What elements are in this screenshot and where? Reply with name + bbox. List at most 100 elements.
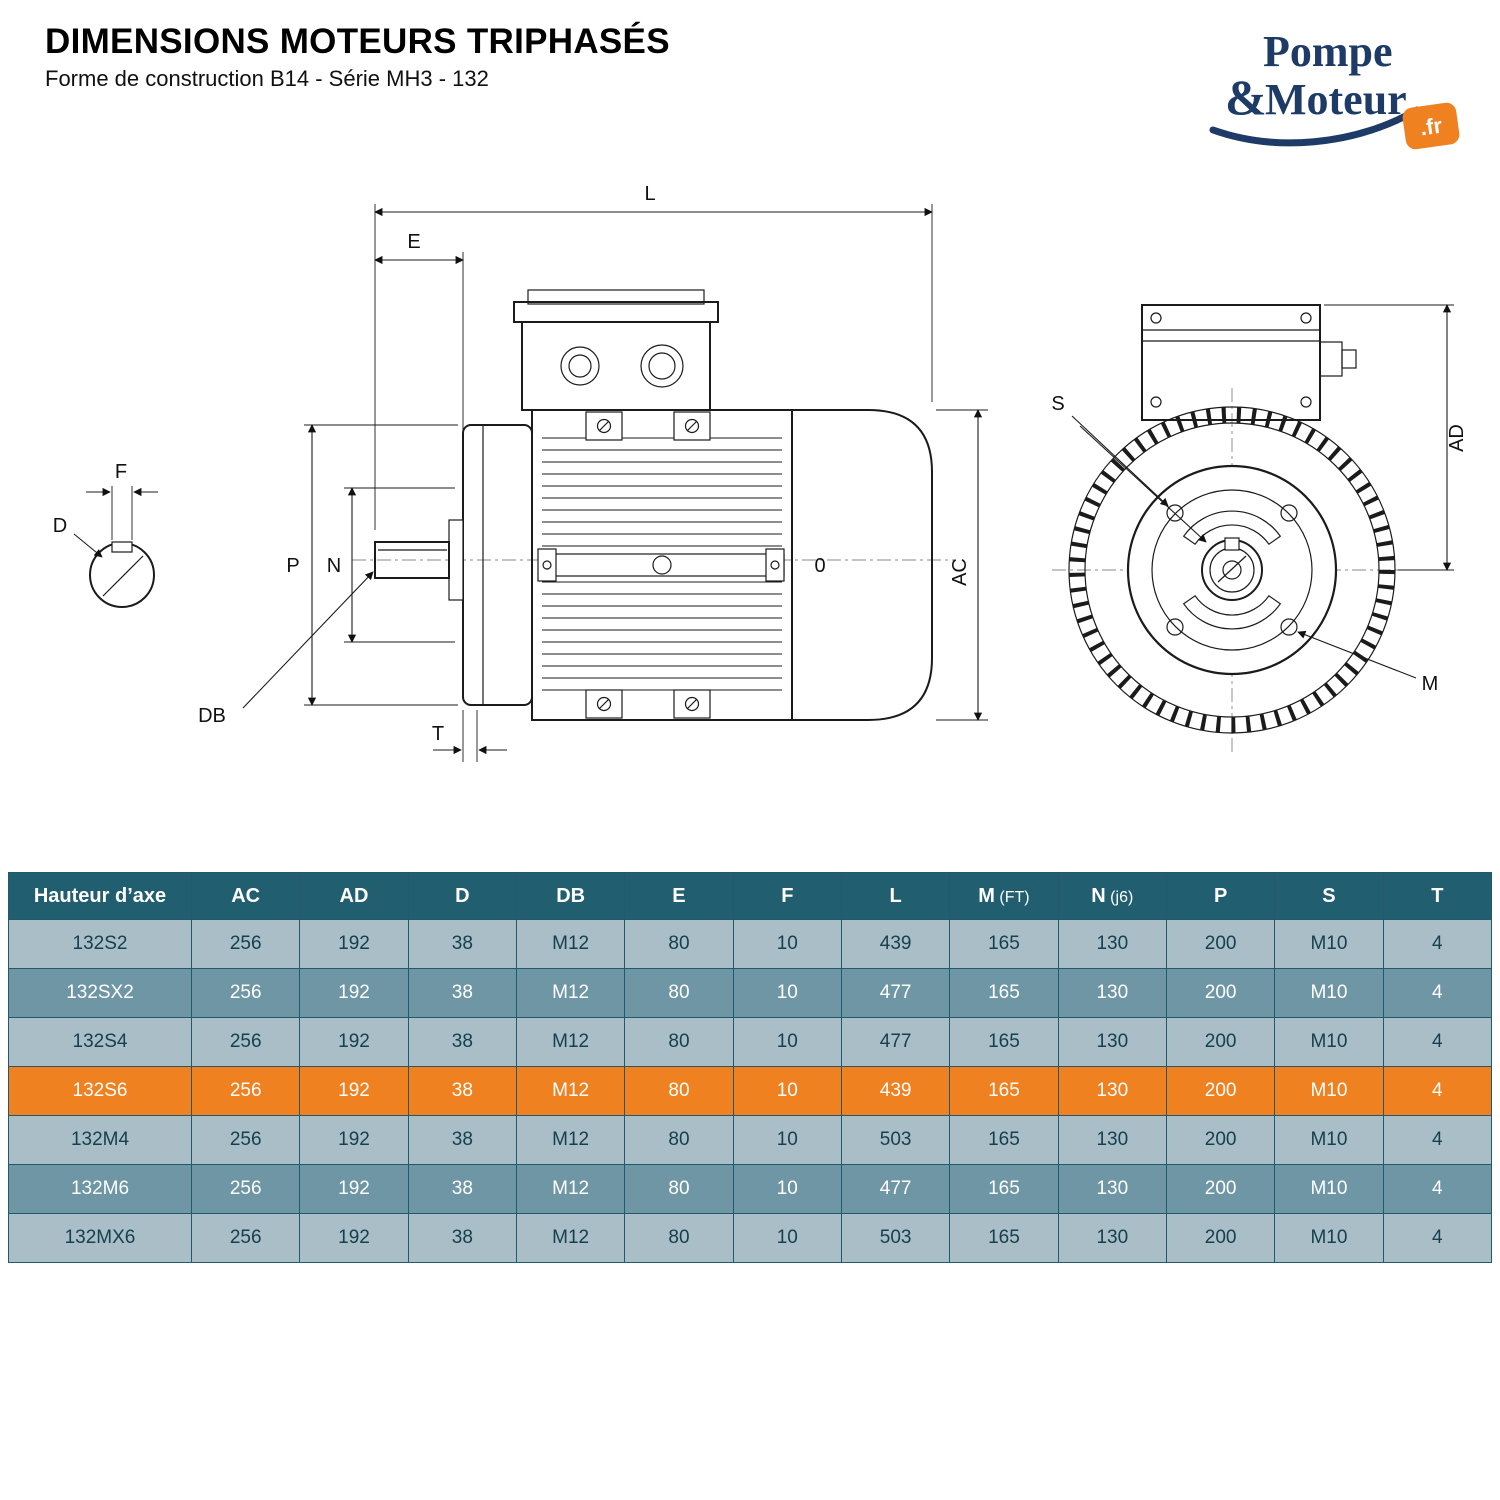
cell: 10 [732, 1213, 842, 1263]
cell: 38 [407, 919, 517, 969]
row-model: 132S6 [8, 1066, 192, 1116]
cell: 200 [1165, 1164, 1276, 1214]
cell: 80 [624, 1115, 734, 1165]
cell: 200 [1165, 1017, 1276, 1067]
cell: 130 [1057, 968, 1167, 1018]
cell: 192 [299, 1164, 409, 1214]
cell: 192 [299, 968, 409, 1018]
dim-label-l: L [644, 183, 655, 205]
cell: 38 [407, 1213, 517, 1263]
row-model: 132SX2 [8, 968, 192, 1018]
cell: 10 [732, 1017, 842, 1067]
cell: 192 [299, 919, 409, 969]
cell: 130 [1057, 1164, 1167, 1214]
cell: 80 [624, 1017, 734, 1067]
cell: M10 [1274, 1017, 1384, 1067]
column-header: N (j6) [1057, 872, 1167, 920]
cell: 165 [949, 1017, 1059, 1067]
cell: 165 [949, 1115, 1059, 1165]
column-header: E [624, 872, 734, 920]
cell: 130 [1057, 1213, 1167, 1263]
cell: 477 [840, 968, 951, 1018]
column-header: D [407, 872, 517, 920]
cell: 439 [840, 1066, 951, 1116]
cell: 256 [190, 1213, 301, 1263]
cell: M12 [515, 919, 626, 969]
column-header: F [732, 872, 842, 920]
cell: 477 [840, 1017, 951, 1067]
row-model: 132S4 [8, 1017, 192, 1067]
dim-label-d: D [53, 515, 67, 537]
logo-tld: .fr [1418, 113, 1444, 141]
column-header: M (FT) [949, 872, 1059, 920]
cell: 38 [407, 1164, 517, 1214]
cell: 165 [949, 968, 1059, 1018]
cell: 192 [299, 1066, 409, 1116]
cell: 4 [1382, 1115, 1493, 1165]
cell: 10 [732, 1164, 842, 1214]
cell: M12 [515, 1066, 626, 1116]
cell: 10 [732, 1115, 842, 1165]
motor-side-view: L E P N DB T AC 0 [198, 183, 988, 762]
cell: M12 [515, 1213, 626, 1263]
cell: 256 [190, 1017, 301, 1067]
cell: M12 [515, 1017, 626, 1067]
shaft-section-drawing: F D [53, 461, 158, 608]
dim-label-db: DB [198, 705, 226, 727]
cell: M12 [515, 968, 626, 1018]
cell: 10 [732, 1066, 842, 1116]
technical-drawing: F D [53, 183, 1468, 762]
dim-label-f: F [115, 461, 127, 483]
cell: 80 [624, 968, 734, 1018]
row-model: 132S2 [8, 919, 192, 969]
dim-label-s: S [1051, 393, 1064, 415]
cell: M10 [1274, 919, 1384, 969]
cell: 130 [1057, 1066, 1167, 1116]
cell: 200 [1165, 1115, 1276, 1165]
cell: 38 [407, 968, 517, 1018]
cell: 439 [840, 919, 951, 969]
cell: 165 [949, 1213, 1059, 1263]
cell: M12 [515, 1164, 626, 1214]
cell: 4 [1382, 1164, 1493, 1214]
cell: M10 [1274, 1164, 1384, 1214]
cell: 4 [1382, 1017, 1493, 1067]
cell: 256 [190, 1164, 301, 1214]
cell: 4 [1382, 919, 1493, 969]
cell: 130 [1057, 919, 1167, 969]
cell: 503 [840, 1213, 951, 1263]
page-title: DIMENSIONS MOTEURS TRIPHASÉS [45, 22, 670, 61]
page-subtitle: Forme de construction B14 - Série MH3 - … [45, 66, 489, 91]
row-model: 132M4 [8, 1115, 192, 1165]
cell: 80 [624, 919, 734, 969]
cell: 80 [624, 1213, 734, 1263]
dim-label-ad: AD [1446, 424, 1468, 452]
logo-swoosh [1209, 106, 1421, 147]
cell: 130 [1057, 1115, 1167, 1165]
cell: 503 [840, 1115, 951, 1165]
logo-word-moteur: Moteur [1265, 75, 1407, 124]
cell: 38 [407, 1115, 517, 1165]
cell: 192 [299, 1213, 409, 1263]
cell: 38 [407, 1017, 517, 1067]
cell: 256 [190, 968, 301, 1018]
brand-logo: Pompe & Moteur .fr [1209, 27, 1460, 150]
dim-label-t: T [432, 723, 444, 745]
cell: 256 [190, 1066, 301, 1116]
cell: 192 [299, 1017, 409, 1067]
cell: 256 [190, 1115, 301, 1165]
dim-label-e: E [407, 231, 420, 253]
cell: M10 [1274, 1066, 1384, 1116]
dim-label-p: P [286, 555, 299, 577]
cell: 80 [624, 1164, 734, 1214]
column-header: S [1274, 872, 1384, 920]
cell: 130 [1057, 1017, 1167, 1067]
cell: 38 [407, 1066, 517, 1116]
column-header: DB [515, 872, 626, 920]
cell: 4 [1382, 1213, 1493, 1263]
